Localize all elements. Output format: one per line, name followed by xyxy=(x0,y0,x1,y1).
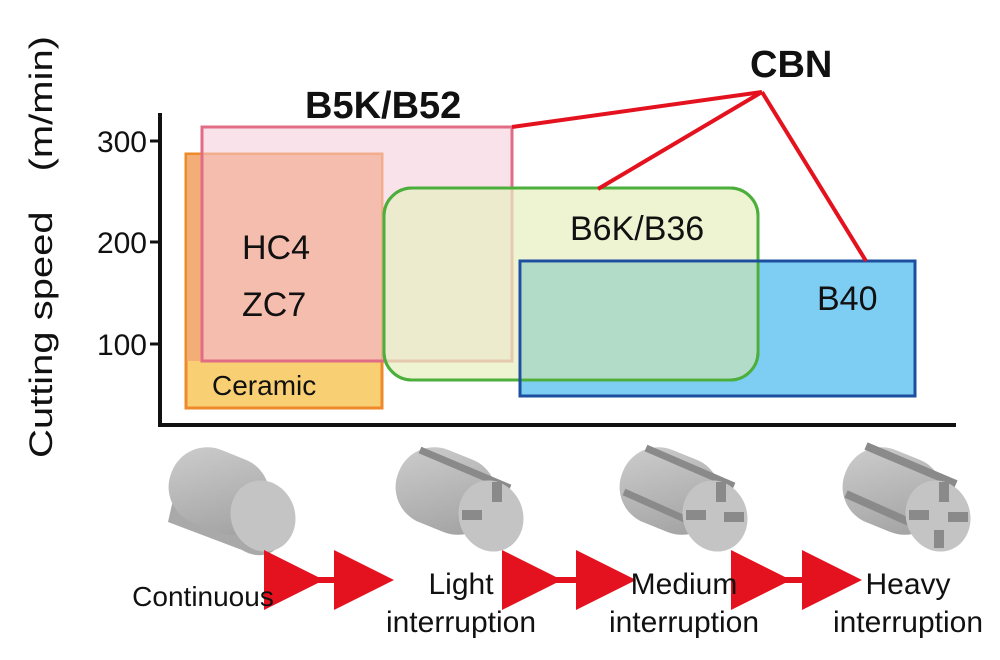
label-light-1: Light xyxy=(428,568,494,601)
label-ceramic: Ceramic xyxy=(212,370,316,401)
label-heavy-2: interruption xyxy=(833,606,983,639)
ytick-100: 100 xyxy=(97,329,147,362)
label-b40: B40 xyxy=(817,280,878,318)
label-b5k-b52: B5K/B52 xyxy=(305,85,461,127)
cylinder-light-interruption-icon xyxy=(395,446,524,552)
cylinder-continuous-icon xyxy=(168,447,296,556)
y-axis-label: Cutting speed (m/min) xyxy=(23,36,59,458)
b6k-b40-overlap xyxy=(522,263,756,378)
label-zc7: ZC7 xyxy=(242,286,306,324)
cylinder-heavy-interruption-icon xyxy=(842,442,971,552)
label-light-2: interruption xyxy=(386,606,536,639)
cbn-pointer-lines xyxy=(511,90,868,263)
label-continuous: Continuous xyxy=(132,581,274,612)
axes xyxy=(150,113,956,427)
ytick-300: 300 xyxy=(97,126,147,159)
label-medium-2: interruption xyxy=(609,606,759,639)
ytick-200: 200 xyxy=(97,227,147,260)
label-hc4: HC4 xyxy=(242,229,310,267)
label-b6k-b36: B6K/B36 xyxy=(570,210,704,248)
label-medium-1: Medium xyxy=(631,568,738,601)
label-heavy-1: Heavy xyxy=(865,568,950,601)
cylinder-medium-interruption-icon xyxy=(619,444,748,552)
label-cbn: CBN xyxy=(750,44,832,86)
